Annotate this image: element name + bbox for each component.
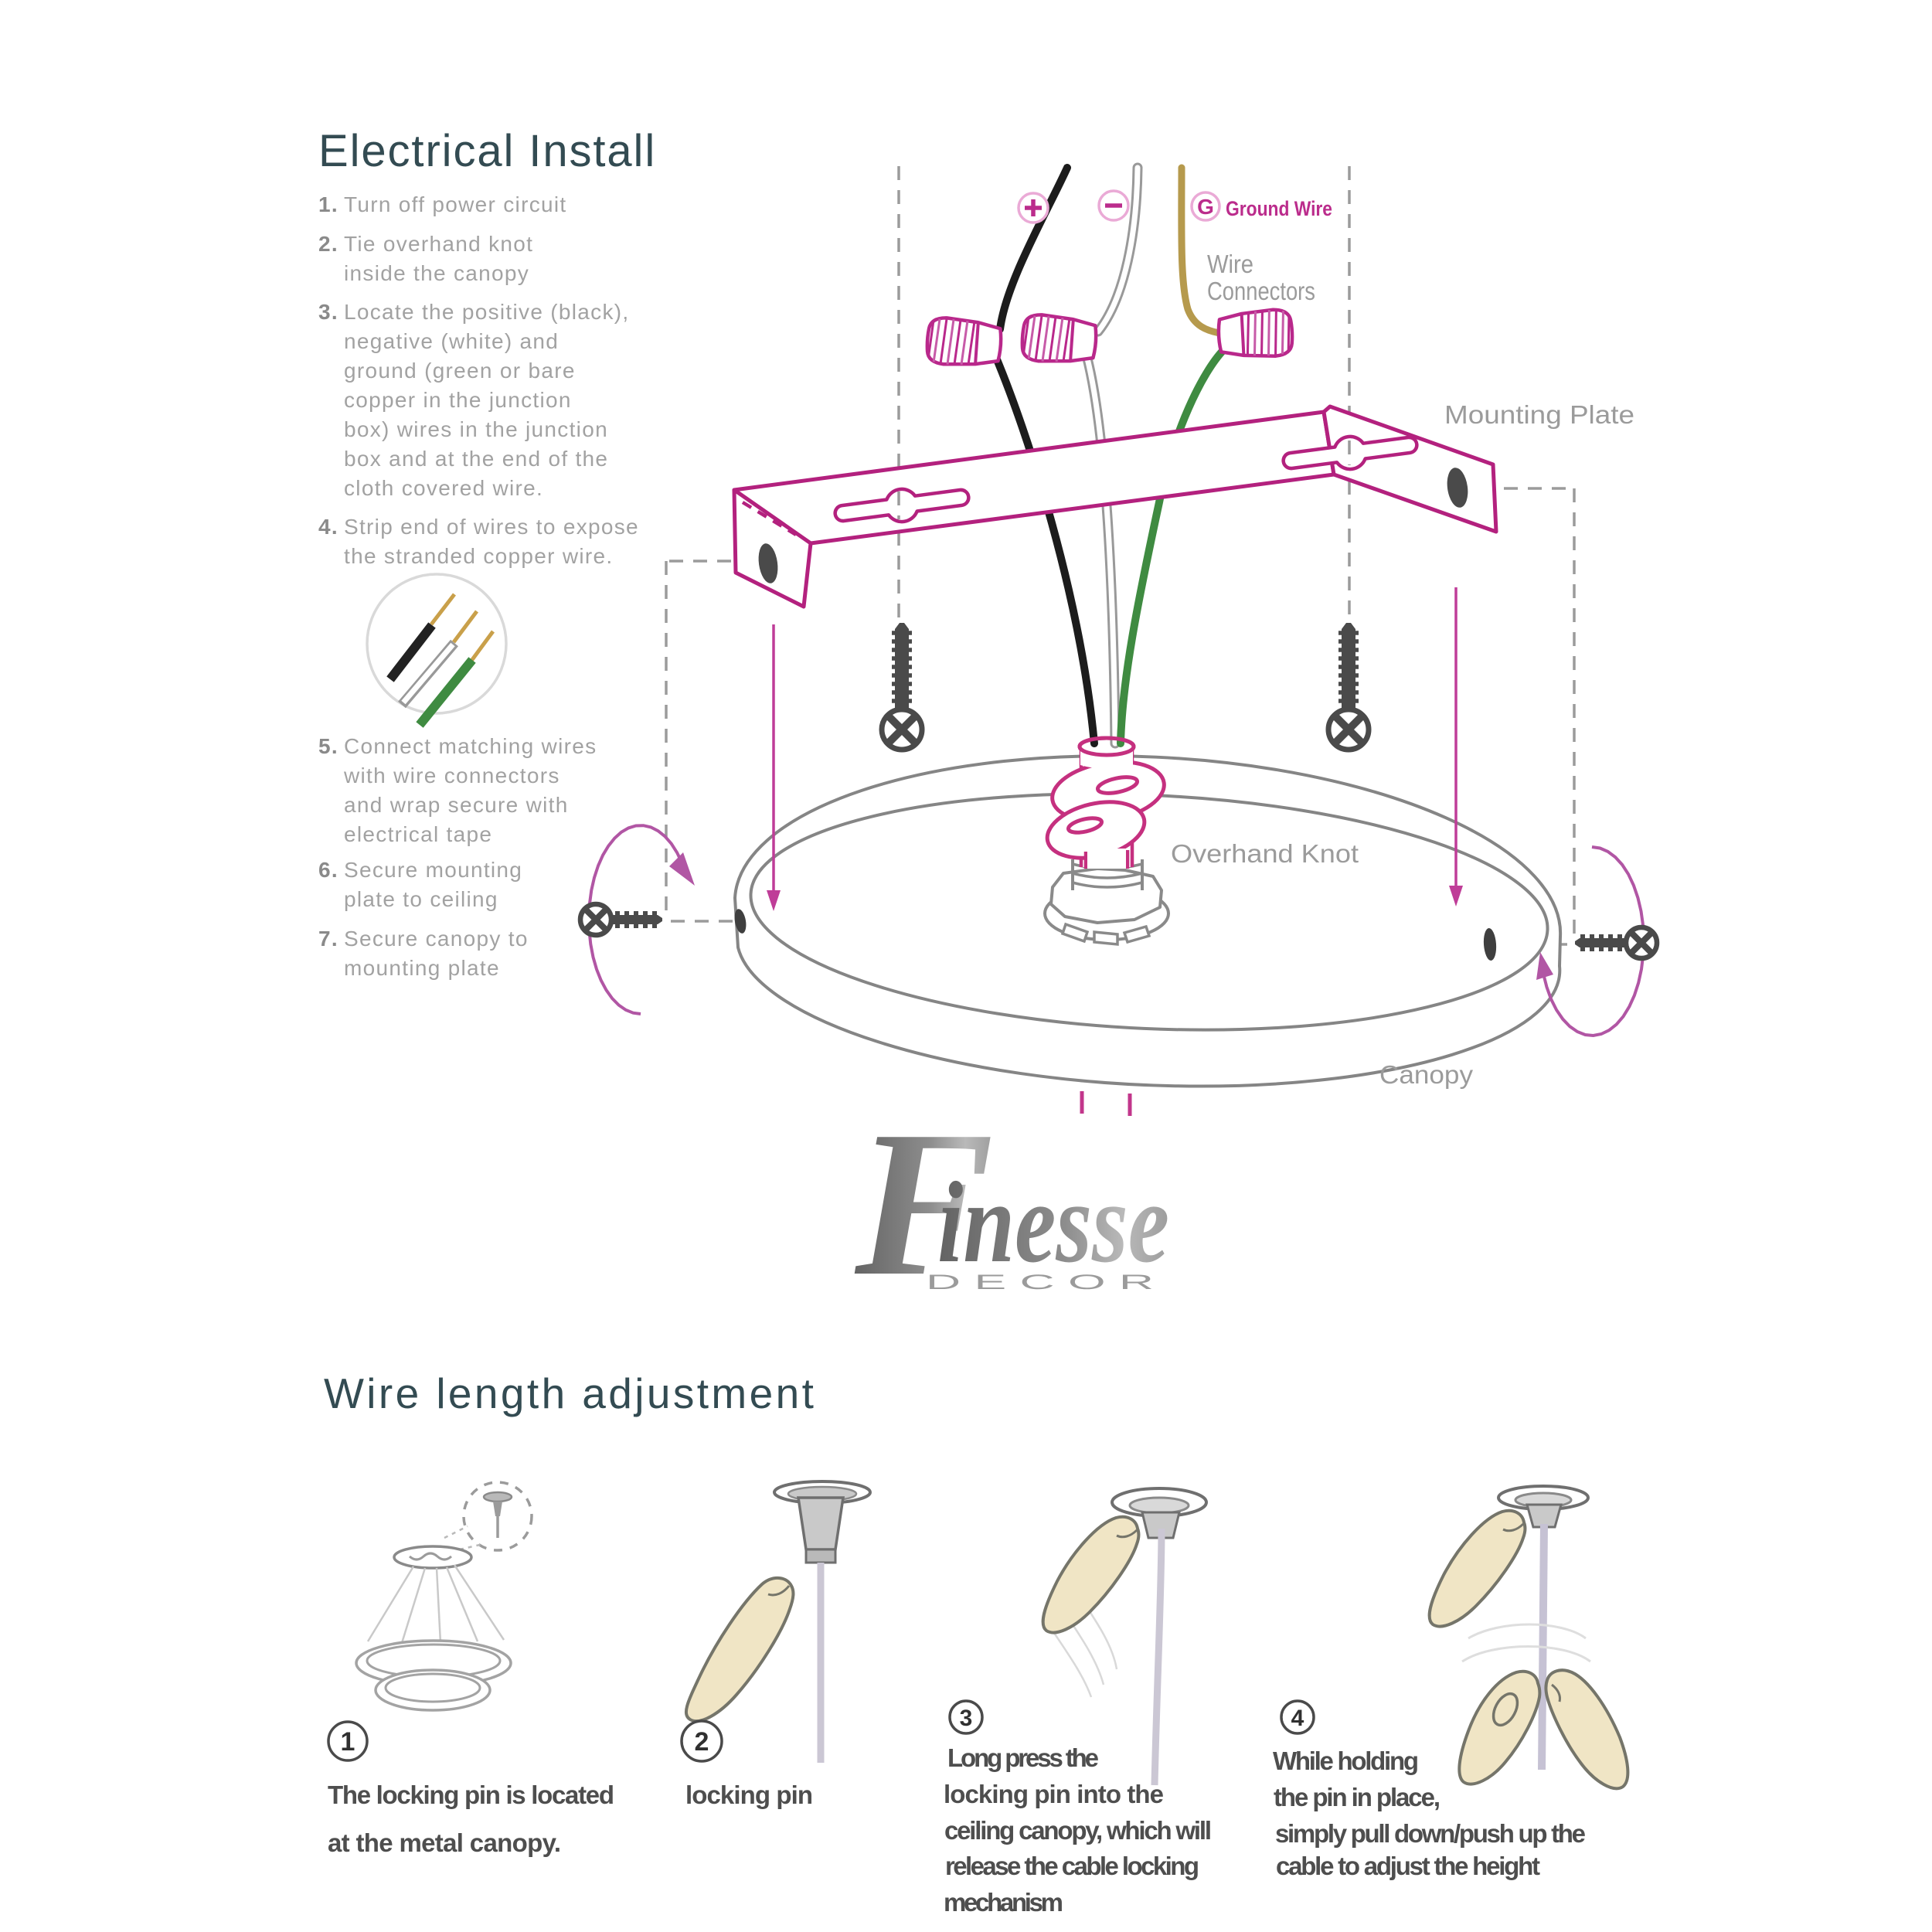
- svg-text:cable to adjust the height: cable to adjust the height: [1276, 1852, 1540, 1880]
- svg-text:The locking pin is located: The locking pin is located: [328, 1781, 614, 1809]
- svg-text:Long press the: Long press the: [947, 1743, 1099, 1772]
- svg-text:Connectors: Connectors: [1207, 277, 1315, 305]
- svg-text:Ground Wire: Ground Wire: [1226, 197, 1332, 220]
- svg-text:F: F: [852, 1088, 994, 1319]
- svg-text:2: 2: [695, 1727, 709, 1757]
- svg-text:simply pull down/push up the: simply pull down/push up the: [1275, 1819, 1586, 1848]
- svg-text:Wire: Wire: [1207, 250, 1253, 278]
- svg-text:ceiling canopy, which will: ceiling canopy, which will: [944, 1816, 1212, 1845]
- svg-text:Canopy: Canopy: [1379, 1060, 1474, 1089]
- svg-text:the pin in place,: the pin in place,: [1274, 1783, 1440, 1811]
- svg-text:4: 4: [1291, 1706, 1304, 1731]
- svg-text:locking pin: locking pin: [685, 1781, 813, 1809]
- svg-text:inesse: inesse: [937, 1158, 1169, 1287]
- svg-text:D E C O R: D E C O R: [926, 1270, 1154, 1294]
- svg-text:3: 3: [960, 1706, 973, 1731]
- svg-text:mechanism: mechanism: [944, 1888, 1063, 1917]
- svg-text:locking pin into the: locking pin into the: [944, 1780, 1164, 1808]
- svg-text:1: 1: [341, 1727, 355, 1757]
- svg-text:release the cable locking: release the cable locking: [945, 1852, 1199, 1880]
- svg-text:at the metal canopy.: at the metal canopy.: [328, 1828, 561, 1857]
- svg-text:G: G: [1197, 195, 1214, 219]
- svg-text:Mounting Plate: Mounting Plate: [1444, 400, 1634, 429]
- svg-text:Overhand Knot: Overhand Knot: [1171, 839, 1359, 868]
- svg-text:While holding: While holding: [1273, 1747, 1419, 1775]
